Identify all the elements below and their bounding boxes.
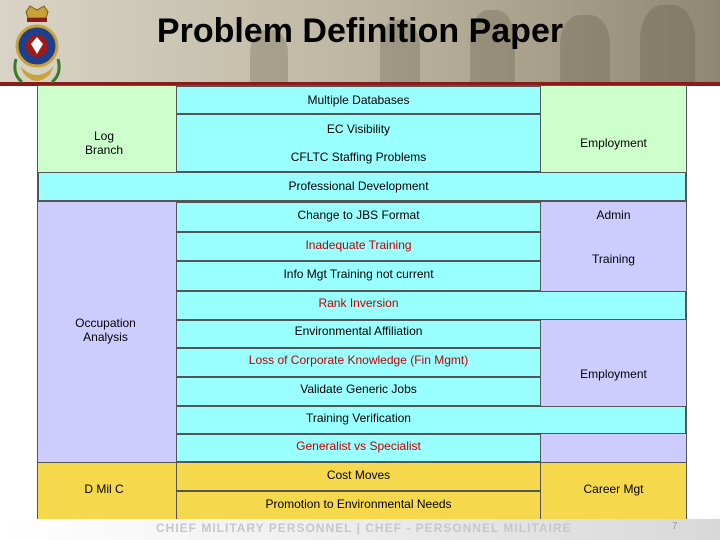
- page-title: Problem Definition Paper: [0, 12, 720, 51]
- problem-label: Multiple Databases: [176, 93, 541, 107]
- problem-label: Professional Development: [176, 179, 541, 193]
- problem-label: Generalist vs Specialist: [176, 439, 541, 453]
- occ-right-label: Admin: [541, 208, 686, 222]
- dmil-label: D Mil C: [68, 482, 140, 496]
- log-branch-label: Log Branch: [74, 129, 134, 157]
- occ-right-label: Employment: [541, 367, 686, 381]
- problem-label: Rank Inversion: [176, 296, 541, 310]
- problem-label: Environmental Affiliation: [176, 324, 541, 338]
- occupation-analysis-label: Occupation Analysis: [58, 316, 153, 344]
- slide-number: 7: [672, 521, 678, 532]
- footer-text: CHIEF MILITARY PERSONNEL | CHEF - PERSON…: [156, 521, 572, 535]
- problem-label: Validate Generic Jobs: [176, 382, 541, 396]
- problem-label: Promotion to Environmental Needs: [176, 497, 541, 511]
- problem-label: Change to JBS Format: [176, 208, 541, 222]
- problem-label: Info Mgt Training not current: [176, 267, 541, 281]
- problem-table: Log Branch Multiple Databases EC Visibil…: [37, 85, 687, 521]
- dmil-right-label: Career Mgt: [541, 482, 686, 496]
- occ-right-label: Training: [541, 252, 686, 266]
- problem-label: Training Verification: [176, 411, 541, 425]
- problem-label: Inadequate Training: [176, 238, 541, 252]
- problem-label: CFLTC Staffing Problems: [176, 150, 541, 164]
- problem-label: Cost Moves: [176, 468, 541, 482]
- log-right-label: Employment: [541, 136, 686, 150]
- problem-label: EC Visibility: [176, 122, 541, 136]
- problem-label: Loss of Corporate Knowledge (Fin Mgmt): [176, 353, 541, 367]
